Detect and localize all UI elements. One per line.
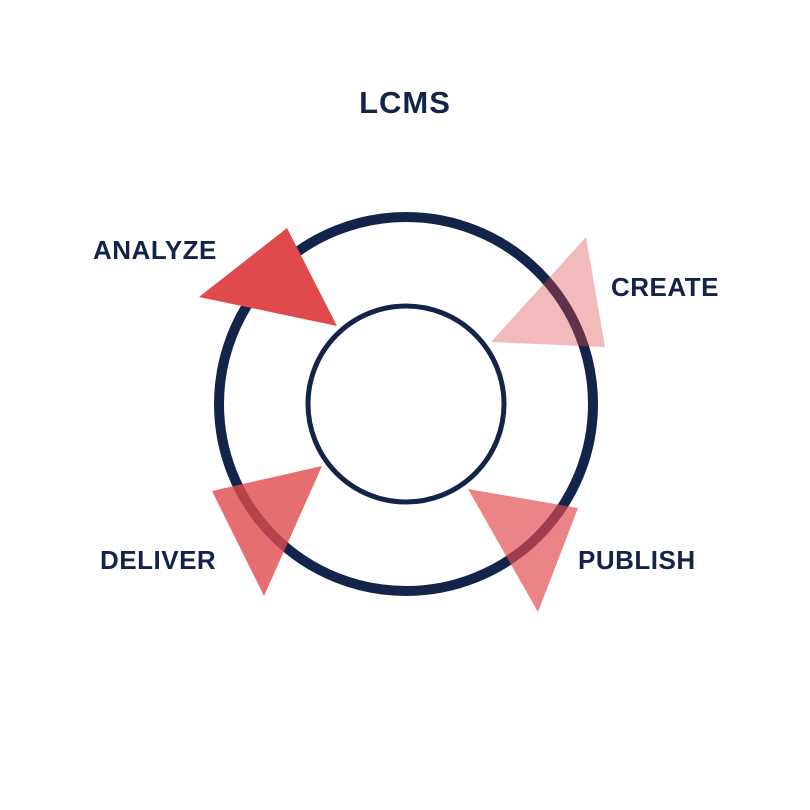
deliver-arrow xyxy=(212,466,322,596)
diagram-title: LCMS xyxy=(359,85,451,120)
analyze-arrow xyxy=(199,228,337,326)
outer-ring xyxy=(214,212,598,596)
stage-label-deliver: DELIVER xyxy=(100,545,216,575)
inner-ring xyxy=(305,303,507,505)
stage-label-analyze: ANALYZE xyxy=(93,235,217,265)
stage-label-create: CREATE xyxy=(611,272,719,302)
create-arrow xyxy=(491,237,605,347)
stage-label-publish: PUBLISH xyxy=(578,545,696,575)
publish-arrow xyxy=(468,489,578,612)
